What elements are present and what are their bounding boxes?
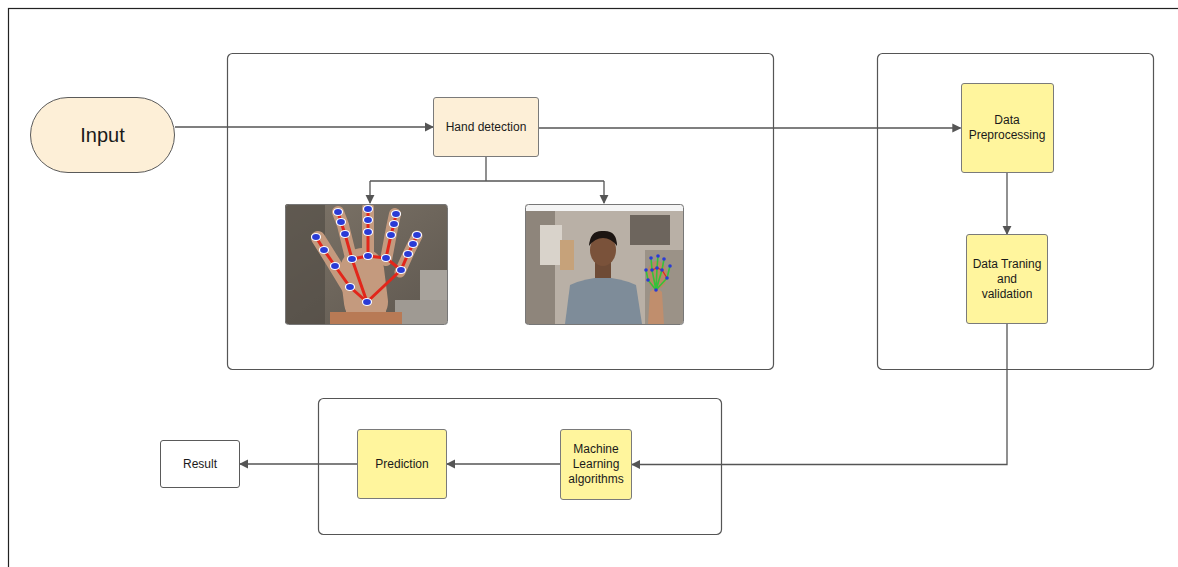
node-label: Data Traning and validation	[972, 257, 1042, 302]
process-box: Data Traning and validation	[966, 234, 1048, 324]
node-label: Prediction	[375, 457, 428, 472]
result-box: Result	[160, 440, 240, 488]
hand-landmark-photo	[285, 204, 447, 324]
flow-arrow	[1006, 173, 1007, 234]
node-label: Input	[80, 123, 124, 148]
flow-arrow	[632, 324, 1007, 465]
node-label: Hand detection	[446, 120, 527, 135]
photo-frame	[286, 205, 448, 325]
node-label: Data Preprocessing	[967, 113, 1048, 143]
flow-arrow	[447, 463, 560, 464]
process-box: Data Preprocessing	[961, 83, 1054, 173]
node-label: Machine Learning algorithms	[566, 442, 626, 487]
start-terminal: Input	[30, 97, 175, 173]
flow-arrow	[175, 126, 433, 127]
node-label: Result	[183, 457, 217, 472]
process-box: Prediction	[357, 429, 447, 499]
split-connector	[370, 157, 604, 202]
process-box: Hand detection	[433, 97, 539, 157]
flow-arrow	[539, 127, 961, 128]
flow-arrow	[240, 463, 357, 464]
group-panel	[319, 399, 722, 535]
photo-frame	[526, 205, 684, 325]
arrow-head	[369, 195, 370, 203]
arrow-head	[603, 195, 604, 203]
outer-frame	[9, 9, 1178, 567]
webcam-photo	[525, 204, 683, 324]
group-panel	[878, 54, 1154, 370]
group-panel	[228, 54, 774, 370]
process-box: Machine Learning algorithms	[560, 429, 632, 500]
